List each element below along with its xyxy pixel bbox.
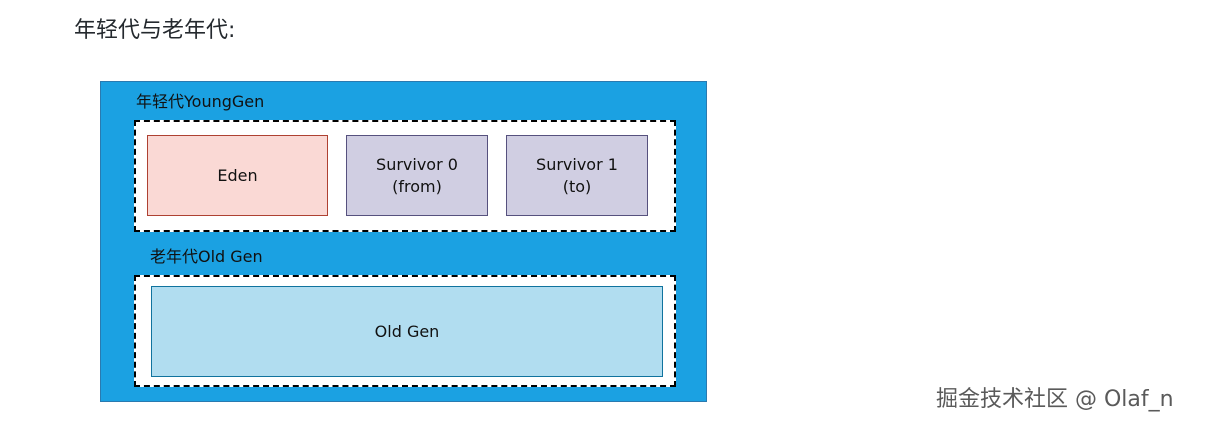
survivor-0-sublabel: (from) <box>392 176 442 196</box>
young-gen-region: Eden Survivor 0 (from) Survivor 1 (to) <box>134 120 676 232</box>
survivor-0-box: Survivor 0 (from) <box>346 135 488 216</box>
survivor-0-label: Survivor 0 <box>376 154 458 174</box>
eden-box: Eden <box>147 135 328 216</box>
watermark: 掘金技术社区 @ Olaf_n <box>936 387 1174 412</box>
survivor-1-sublabel: (to) <box>562 176 592 196</box>
survivor-1-box: Survivor 1 (to) <box>506 135 648 216</box>
eden-label: Eden <box>217 165 258 185</box>
old-gen-box: Old Gen <box>151 286 663 377</box>
survivor-1-label: Survivor 1 <box>536 154 618 174</box>
young-gen-label: 年轻代YoungGen <box>136 92 265 111</box>
old-gen-region: Old Gen <box>134 275 676 387</box>
page-heading: 年轻代与老年代: <box>74 18 236 43</box>
old-gen-label: 老年代Old Gen <box>150 247 263 266</box>
old-gen-box-label: Old Gen <box>374 321 440 341</box>
heap-diagram: 年轻代YoungGen Eden Survivor 0 (from) Survi… <box>100 81 707 402</box>
